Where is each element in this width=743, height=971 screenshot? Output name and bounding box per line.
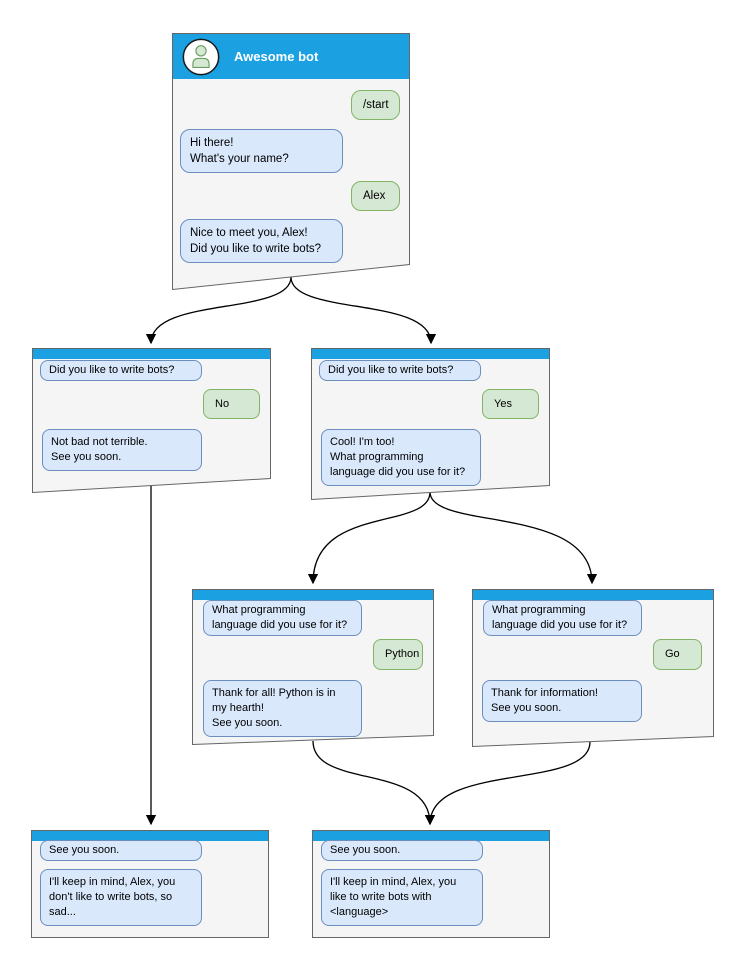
user-message-bubble: /start — [351, 90, 400, 120]
bot-message-bubble: Did you like to write bots? — [40, 360, 202, 381]
edge-go-to-end — [424, 741, 591, 826]
bot-message-bubble: Thank for all! Python is in my hearth! S… — [203, 680, 362, 737]
chat-window-end-no: See you soon. I'll keep in mind, Alex, y… — [31, 830, 269, 938]
user-message-bubble: Go — [653, 639, 702, 670]
edge-yes-to-python — [307, 491, 431, 585]
bot-message-bubble: I'll keep in mind, Alex, you don't like … — [40, 869, 202, 926]
user-message-bubble: No — [203, 389, 260, 419]
bot-message-bubble: Did you like to write bots? — [319, 360, 481, 381]
user-message-bubble: Python — [373, 639, 423, 670]
edge-python-to-end — [312, 740, 436, 826]
bot-message-bubble: Not bad not terrible. See you soon. — [42, 429, 202, 471]
window-title-bar — [32, 831, 268, 841]
edge-yes-to-go — [429, 491, 598, 585]
bot-message-bubble: See you soon. — [321, 840, 483, 861]
bot-message-bubble: Hi there! What's your name? — [180, 129, 343, 173]
chat-window-start: Awesome bot /start Hi there! What's your… — [172, 33, 410, 290]
chat-window-go: What programming language did you use fo… — [472, 589, 714, 747]
bot-message-bubble: What programming language did you use fo… — [483, 600, 642, 636]
bot-message-bubble: What programming language did you use fo… — [203, 600, 362, 636]
user-message-bubble: Yes — [482, 389, 539, 419]
window-title-bar — [33, 349, 270, 359]
window-title-bar — [473, 590, 713, 600]
chat-header-bar: Awesome bot — [173, 34, 409, 79]
bot-message-bubble: I'll keep in mind, Alex, you like to wri… — [321, 869, 483, 926]
chat-window-branch-yes: Did you like to write bots? Yes Cool! I'… — [311, 348, 550, 500]
bot-name-title: Awesome bot — [234, 49, 319, 64]
bot-message-bubble: Nice to meet you, Alex! Did you like to … — [180, 219, 343, 263]
window-title-bar — [193, 590, 433, 600]
bot-message-bubble: See you soon. — [40, 840, 202, 861]
bot-message-bubble: Thank for information! See you soon. — [482, 680, 642, 722]
window-title-bar — [312, 349, 549, 359]
user-message-bubble: Alex — [351, 181, 400, 211]
chat-window-branch-no: Did you like to write bots? No Not bad n… — [32, 348, 271, 493]
bot-message-bubble: Cool! I'm too! What programming language… — [321, 429, 481, 486]
chat-window-end-yes: See you soon. I'll keep in mind, Alex, y… — [312, 830, 550, 938]
chat-window-python: What programming language did you use fo… — [192, 589, 434, 745]
bot-avatar-icon — [182, 38, 220, 76]
window-title-bar — [313, 831, 549, 841]
